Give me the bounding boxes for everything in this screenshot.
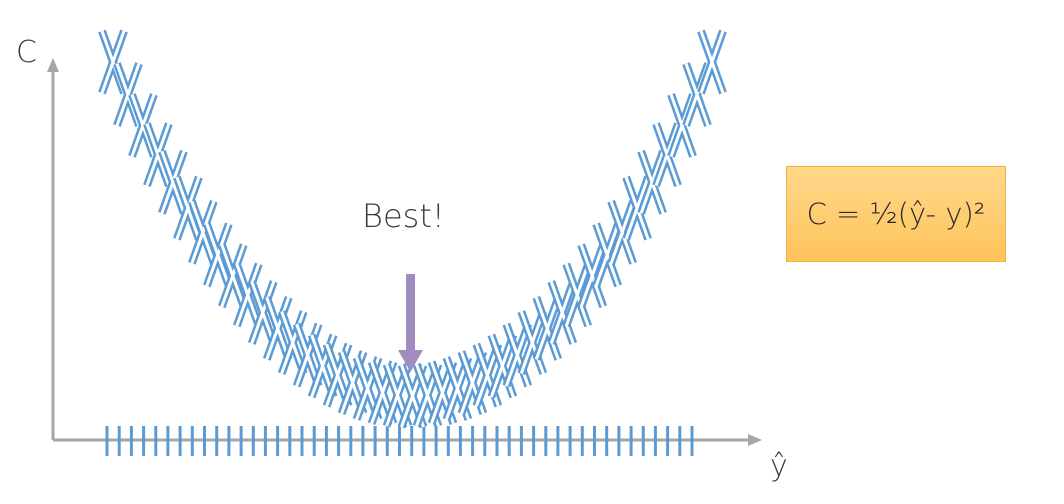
data-point-marker bbox=[128, 93, 158, 158]
data-point-marker bbox=[262, 296, 293, 361]
tick-marks bbox=[105, 426, 694, 456]
axes bbox=[47, 58, 762, 446]
data-point-marker bbox=[277, 310, 308, 375]
data-point-marker bbox=[577, 243, 607, 309]
data-point-marker bbox=[143, 122, 173, 188]
data-point-marker bbox=[607, 200, 637, 265]
data-point-marker bbox=[652, 122, 682, 188]
data-point-marker bbox=[502, 322, 533, 388]
data-point-marker bbox=[517, 310, 548, 375]
x-axis-arrowhead bbox=[748, 434, 762, 446]
data-point-marker bbox=[203, 222, 233, 288]
data-point-marker bbox=[247, 280, 278, 345]
data-point-marker bbox=[218, 243, 248, 309]
data-point-marker bbox=[562, 262, 592, 328]
best-arrow bbox=[398, 274, 423, 372]
best-arrow-head bbox=[398, 350, 423, 372]
formula-box: C = ½(ŷ- y)² bbox=[786, 166, 1006, 262]
x-axis-label: ŷ bbox=[770, 449, 788, 484]
y-axis-arrowhead bbox=[47, 58, 59, 72]
data-point-marker bbox=[188, 200, 218, 265]
data-point-marker bbox=[173, 175, 203, 241]
best-arrow-shaft bbox=[406, 274, 415, 354]
data-point-marker bbox=[233, 262, 263, 328]
data-point-marker bbox=[637, 149, 667, 215]
data-point-marker bbox=[158, 149, 188, 215]
data-point-marker bbox=[547, 280, 578, 345]
data-point-marker bbox=[697, 29, 727, 95]
data-point-marker bbox=[592, 222, 622, 288]
formula-text: C = ½(ŷ- y)² bbox=[806, 197, 986, 231]
best-label: Best! bbox=[362, 197, 445, 235]
x-markers bbox=[98, 29, 727, 429]
data-point-marker bbox=[532, 296, 563, 361]
y-axis-label: C bbox=[16, 35, 37, 70]
data-point-marker bbox=[622, 175, 652, 241]
